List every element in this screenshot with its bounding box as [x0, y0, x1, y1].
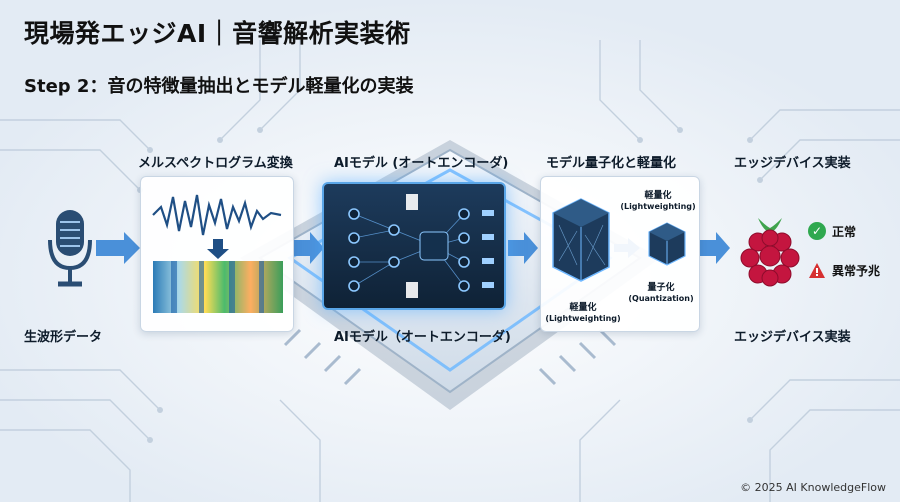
warning-triangle-icon — [809, 263, 825, 278]
small-model-cube-icon — [648, 222, 686, 266]
edge-device-label-top: エッジデバイス実装 — [734, 156, 851, 171]
lightweighting-label-small: 軽量化 — [644, 191, 672, 201]
microphone-icon — [48, 210, 92, 287]
quantization-card: 軽量化 (Lightweighting) 量子化 (Quantization) … — [540, 176, 700, 332]
large-model-cube-icon — [552, 198, 610, 282]
step-subtitle: Step 2：音の特徴量抽出とモデル軽量化の実装 — [24, 76, 414, 97]
check-circle-icon: ✓ — [808, 222, 826, 240]
waveform-to-spectrogram-illustration — [152, 194, 283, 313]
status-normal: ✓ 正常 — [808, 222, 856, 240]
lightweighting-label-bottom: 軽量化 — [569, 303, 597, 313]
lightweighting-en-bottom: (Lightweighting) — [545, 314, 621, 324]
copyright-text: © 2025 AI KnowledgeFlow — [740, 481, 886, 494]
mel-spectrogram-label: メルスペクトログラム変換 — [138, 156, 293, 171]
quantization-en-small: (Quantization) — [628, 294, 694, 304]
quantization-label-small: 量子化 — [647, 283, 675, 293]
raspberry-pi-icon — [740, 218, 800, 287]
neural-network-icon — [348, 194, 494, 298]
ai-model-label-bottom: AIモデル（オートエンコーダ) — [334, 330, 511, 345]
ai-model-label-top: AIモデル (オートエンコーダ) — [334, 156, 509, 171]
mel-spectrogram-card — [140, 176, 294, 332]
edge-device-label-bottom: エッジデバイス実装 — [734, 330, 851, 345]
autoencoder-network-card — [322, 182, 506, 310]
status-anomaly: 異常予兆 — [808, 262, 880, 279]
lightweighting-en-small: (Lightweighting) — [620, 202, 696, 212]
page-title: 現場発エッジAI｜音響解析実装術 — [24, 19, 411, 48]
raw-waveform-label: 生波形データ — [24, 330, 103, 345]
status-normal-text: 正常 — [832, 224, 857, 239]
quantization-label: モデル量子化と軽量化 — [546, 156, 677, 171]
status-anomaly-text: 異常予兆 — [832, 264, 881, 278]
